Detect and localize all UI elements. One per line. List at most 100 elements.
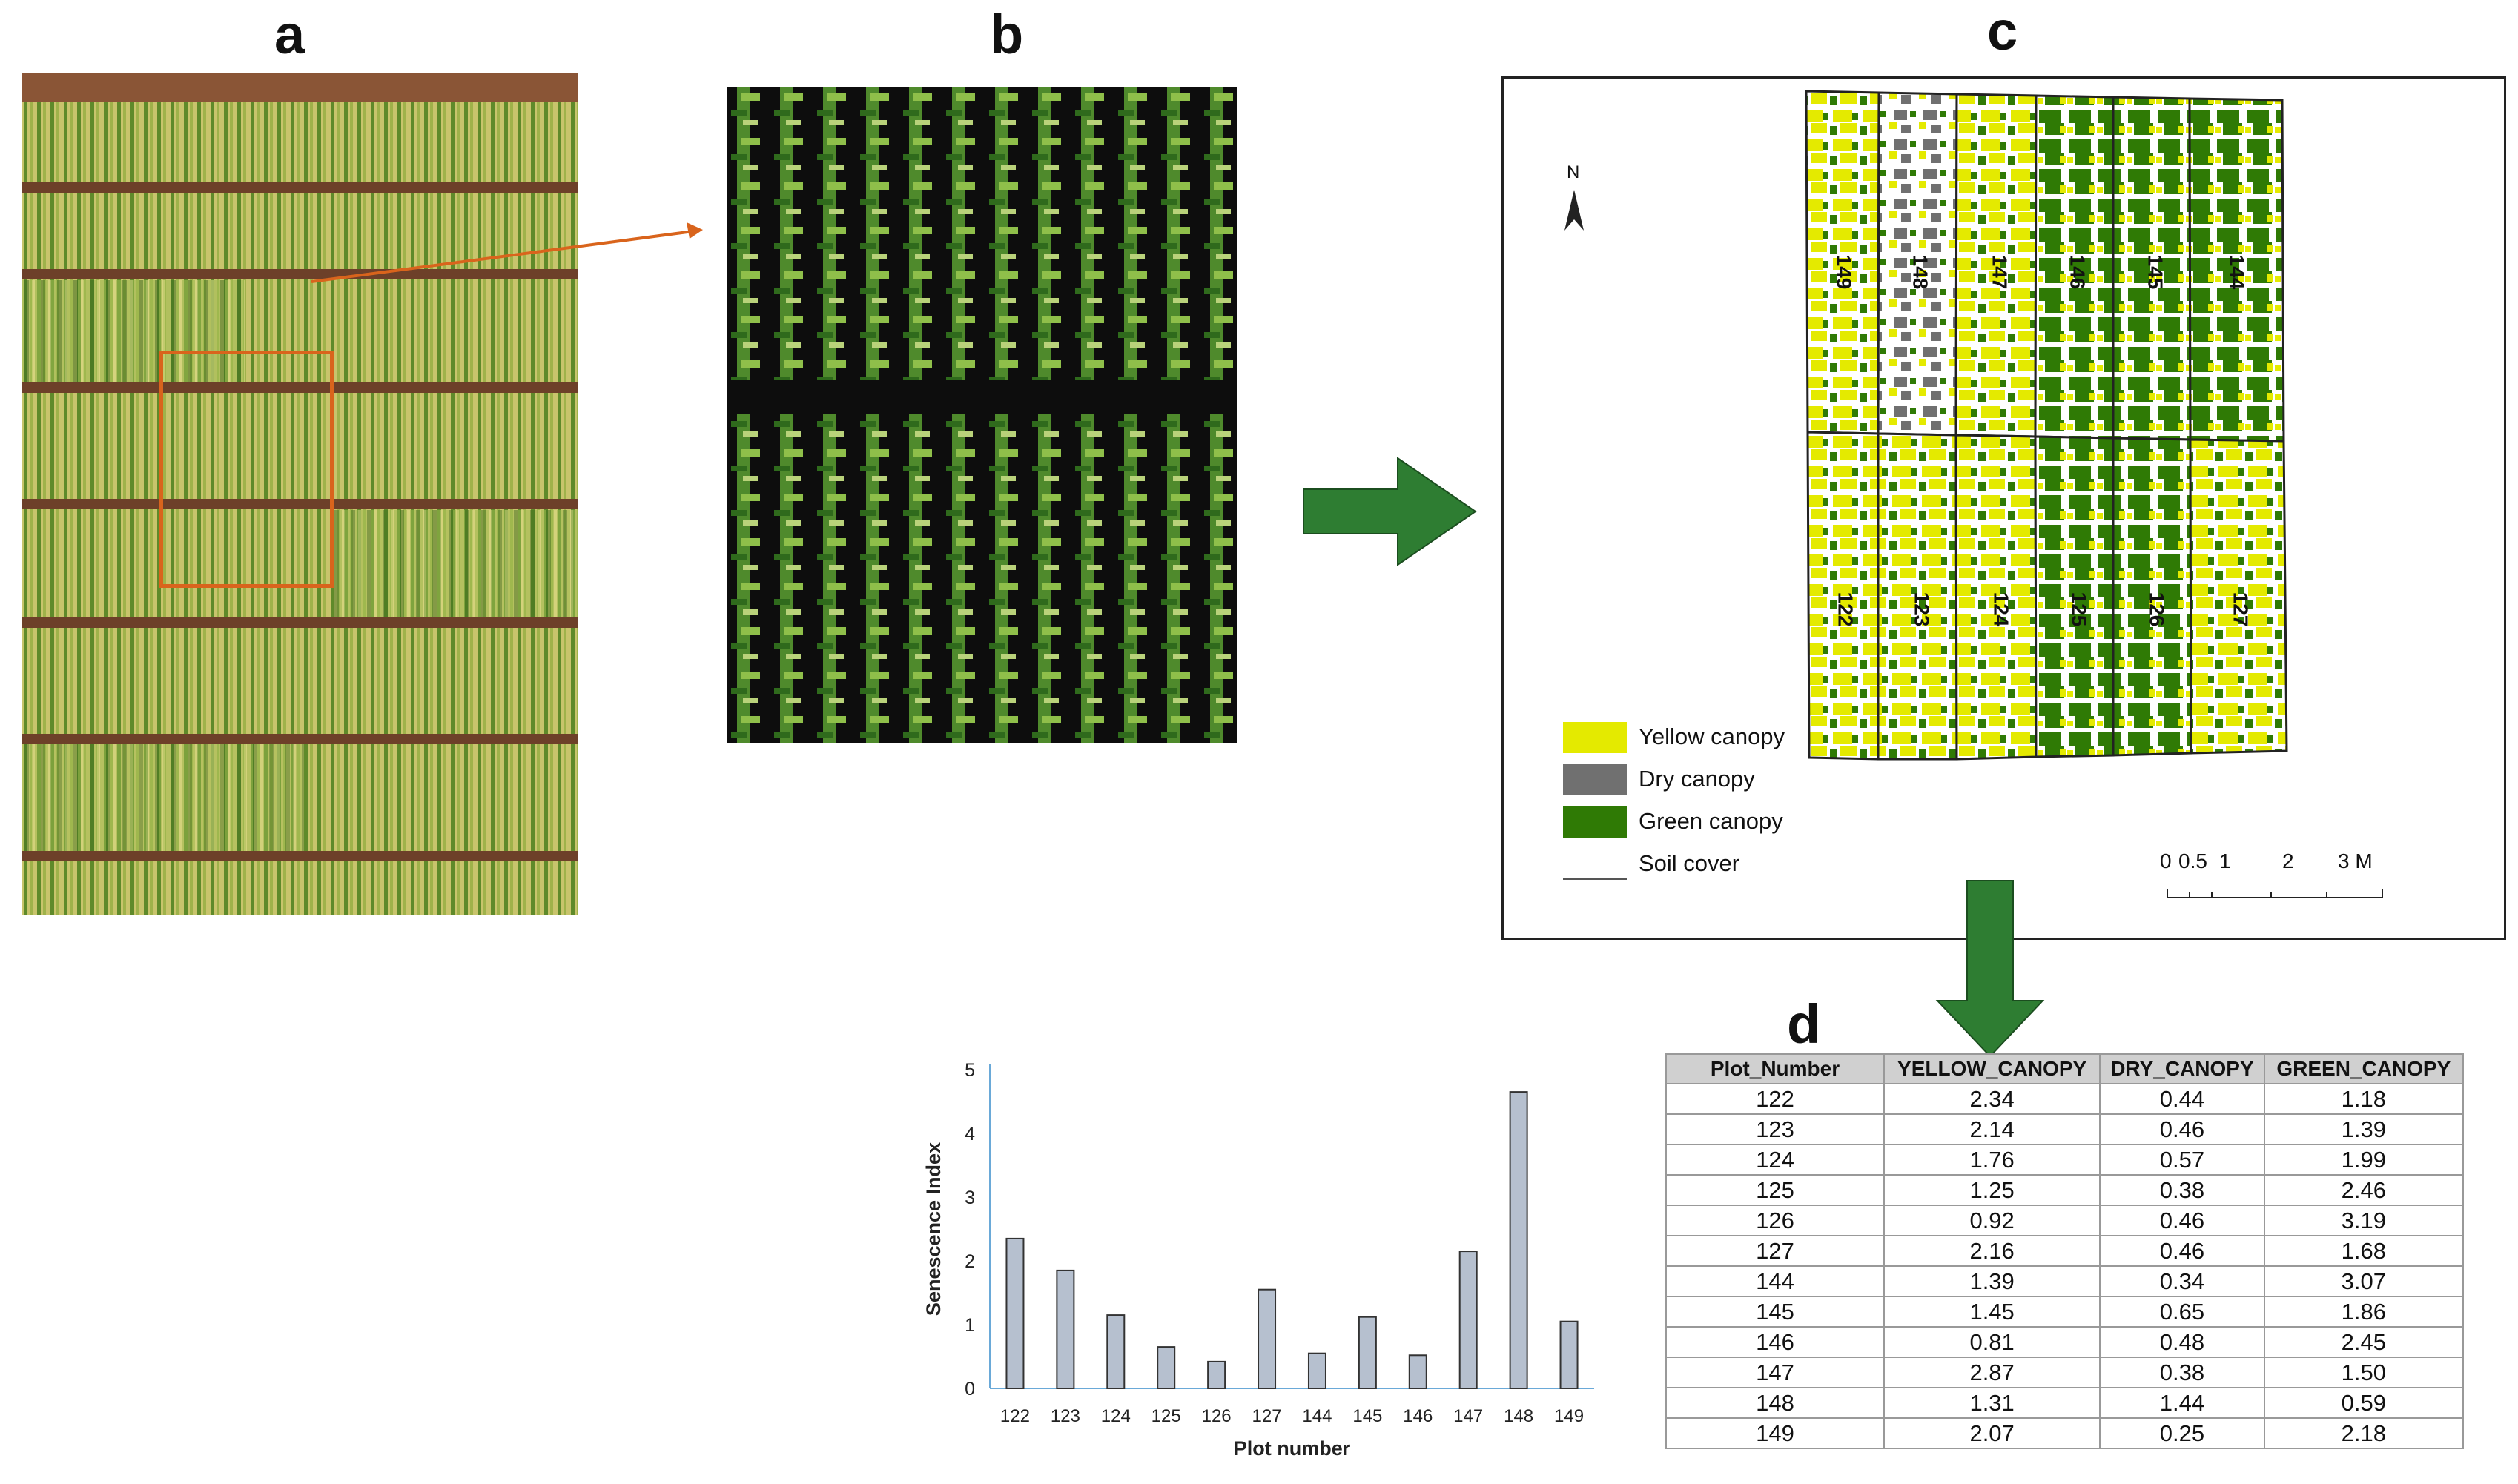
bar [1559, 1320, 1579, 1390]
zoom-region-box [159, 351, 334, 588]
table-header: DRY_CANOPY [2099, 1053, 2265, 1084]
table-cell: 1.39 [2263, 1113, 2465, 1145]
table-cell: 145 [1665, 1296, 1885, 1328]
x-tick-label: 125 [1151, 1406, 1181, 1426]
x-axis-label: Plot number [1234, 1437, 1351, 1460]
table-cell: 2.87 [1883, 1357, 2101, 1388]
table-cell: 0.81 [1883, 1326, 2101, 1358]
legend-label: Green canopy [1639, 808, 1783, 834]
legend-swatch [1563, 806, 1627, 838]
north-arrow-icon [1564, 190, 1584, 231]
plot-label: 144 [2225, 254, 2249, 290]
bar [1307, 1352, 1326, 1390]
scale-label: 1 [2219, 849, 2231, 872]
bar [1005, 1237, 1025, 1389]
table-cell: 1.31 [1883, 1387, 2101, 1419]
table-header: YELLOW_CANOPY [1883, 1053, 2101, 1084]
table-cell: 0.59 [2263, 1387, 2465, 1419]
bar [1408, 1354, 1427, 1389]
table-cell: 127 [1665, 1235, 1885, 1267]
y-tick-label: 4 [965, 1124, 975, 1145]
table-cell: 124 [1665, 1144, 1885, 1176]
table-cell: 1.44 [2099, 1387, 2265, 1419]
table-cell: 0.44 [2099, 1083, 2265, 1115]
table-header: Plot_Number [1665, 1053, 1885, 1084]
table-cell: 1.45 [1883, 1296, 2101, 1328]
aerial-field-image [22, 73, 578, 915]
x-tick-label: 124 [1101, 1406, 1131, 1426]
table-cell: 2.45 [2263, 1326, 2465, 1358]
table-cell: 0.46 [2099, 1113, 2265, 1145]
plot-label: 123 [1910, 592, 1934, 627]
table-cell: 0.38 [2099, 1174, 2265, 1206]
x-tick-label: 145 [1352, 1406, 1382, 1426]
canopy-classification-map: N 149 148 147 146 145 144 122 123 124 12… [1501, 76, 2506, 940]
plot-label: 145 [2144, 254, 2167, 290]
table-header: GREEN_CANOPY [2263, 1053, 2465, 1084]
x-tick-label: 123 [1051, 1406, 1080, 1426]
x-tick-label: 146 [1403, 1406, 1433, 1426]
panel-label-c: c [1987, 0, 2018, 62]
table-cell: 122 [1665, 1083, 1885, 1115]
legend-label: Dry canopy [1639, 766, 1755, 792]
plot-label: 126 [2145, 592, 2169, 627]
plot-label: 146 [2066, 254, 2089, 290]
table-cell: 3.07 [2263, 1265, 2465, 1297]
table-cell: 146 [1665, 1326, 1885, 1358]
down-arrow [1935, 880, 2045, 1058]
y-tick-label: 0 [965, 1379, 975, 1399]
table-cell: 0.25 [2099, 1417, 2265, 1449]
table-cell: 125 [1665, 1174, 1885, 1206]
table-cell: 0.46 [2099, 1235, 2265, 1267]
table-cell: 2.16 [1883, 1235, 2101, 1267]
bar [1509, 1091, 1528, 1389]
plot-label: 148 [1909, 254, 1932, 290]
bar [1358, 1316, 1377, 1389]
table-header-row: Plot_Number YELLOW_CANOPY DRY_CANOPY GRE… [1665, 1053, 2465, 1084]
legend-label: Soil cover [1639, 850, 1740, 876]
table-cell: 149 [1665, 1417, 1885, 1449]
table-cell: 0.38 [2099, 1357, 2265, 1388]
table-cell: 1.86 [2263, 1296, 2465, 1328]
north-label: N [1567, 162, 1580, 182]
table-cell: 0.57 [2099, 1144, 2265, 1176]
table-cell: 126 [1665, 1205, 1885, 1236]
zoomed-plot-photo [727, 87, 1237, 743]
table-cell: 0.92 [1883, 1205, 2101, 1236]
y-axis-label: Senescence Index [922, 1142, 945, 1316]
table-cell: 0.48 [2099, 1326, 2265, 1358]
table-cell: 3.19 [2263, 1205, 2465, 1236]
table-cell: 144 [1665, 1265, 1885, 1297]
table-cell: 1.18 [2263, 1083, 2465, 1115]
bar [1106, 1314, 1126, 1390]
table-cell: 1.99 [2263, 1144, 2465, 1176]
table-cell: 148 [1665, 1387, 1885, 1419]
table-cell: 123 [1665, 1113, 1885, 1145]
y-tick-label: 3 [965, 1187, 975, 1208]
x-tick-label: 127 [1252, 1406, 1282, 1426]
table-cell: 2.18 [2263, 1417, 2465, 1449]
right-arrow [1303, 457, 1477, 566]
scale-label: 0.5 [2178, 849, 2207, 872]
plot-label: 147 [1988, 254, 2012, 290]
scale-label: 3 M [2338, 849, 2373, 872]
table-cell: 1.39 [1883, 1265, 2101, 1297]
plot-label: 149 [1832, 254, 1856, 290]
y-tick-label: 2 [965, 1251, 975, 1272]
panel-label-b: b [990, 4, 1024, 65]
zoom-pointer-arrow [311, 222, 703, 283]
table-cell: 0.65 [2099, 1296, 2265, 1328]
canopy-table: Plot_Number YELLOW_CANOPY DRY_CANOPY GRE… [1665, 1053, 2465, 1449]
y-tick-label: 1 [965, 1315, 975, 1336]
table-cell: 1.76 [1883, 1144, 2101, 1176]
x-tick-label: 144 [1302, 1406, 1332, 1426]
bar [1056, 1269, 1075, 1389]
